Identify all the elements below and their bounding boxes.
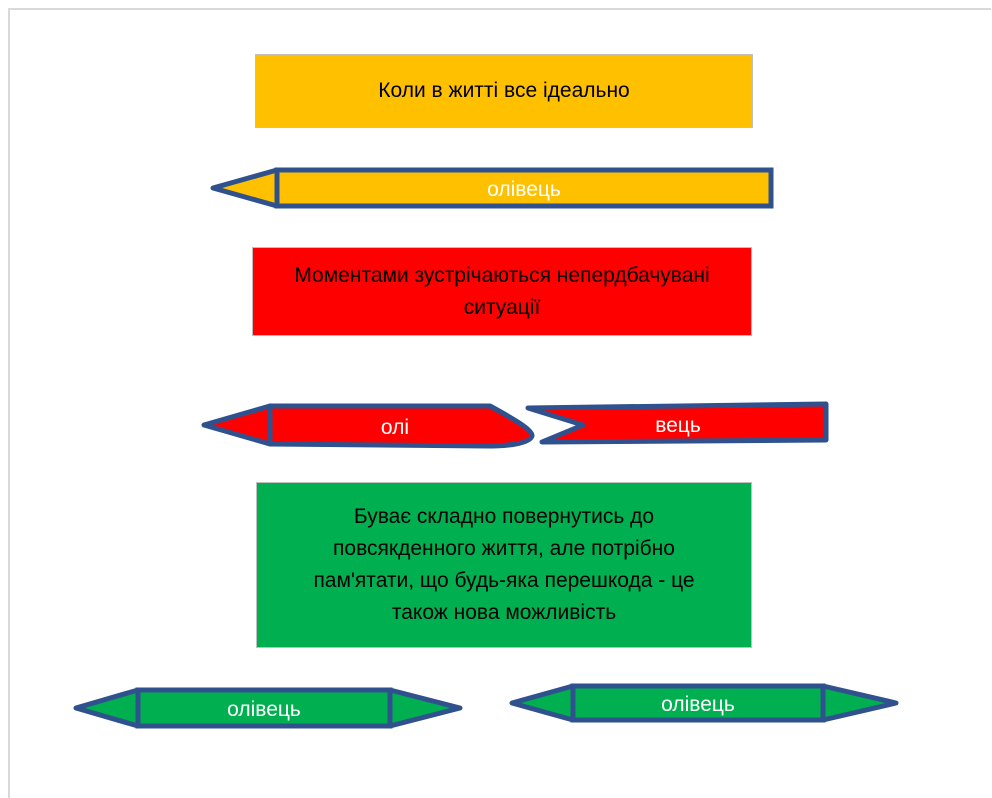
green-pencil-right-tip-right xyxy=(820,683,899,723)
unexpected-situations-text: Моментами зустрічаються непердбачувані с… xyxy=(294,263,710,319)
new-opportunity-box: Буває складно повернутись до повсякденно… xyxy=(256,482,752,648)
yellow-pencil-body xyxy=(274,167,774,209)
green-pencil-right: олівець xyxy=(509,683,899,723)
broken-pencil-left: олі xyxy=(201,403,535,449)
green-pencil-left-label: олівець xyxy=(227,698,301,721)
green-pencil-left: олівець xyxy=(73,687,463,729)
yellow-pencil-label: олівець xyxy=(487,178,561,201)
broken-pencil-tip xyxy=(201,403,273,447)
green-pencil-left-tip-left xyxy=(73,687,141,729)
yellow-pencil: олівець xyxy=(210,167,774,209)
broken-pencil-left-label: олі xyxy=(381,416,409,439)
green-pencil-right-tip-left xyxy=(509,683,576,723)
ideal-life-text: Коли в житті все ідеально xyxy=(378,79,630,102)
broken-pencil-right: вець xyxy=(525,401,829,445)
unexpected-situations-box: Моментами зустрічаються непердбачувані с… xyxy=(252,247,752,336)
green-pencil-right-label: олівець xyxy=(661,693,735,716)
ideal-life-box: Коли в житті все ідеально xyxy=(255,54,753,128)
broken-pencil-right-body xyxy=(525,401,829,445)
yellow-pencil-tip xyxy=(210,167,280,209)
new-opportunity-text: Буває складно повернутись до повсякденно… xyxy=(313,505,695,624)
broken-pencil-left-body xyxy=(267,403,535,449)
green-pencil-left-body xyxy=(135,687,393,729)
broken-pencil-right-label: вець xyxy=(655,414,701,437)
slide-frame xyxy=(8,8,991,798)
green-pencil-left-tip-right xyxy=(387,687,463,729)
